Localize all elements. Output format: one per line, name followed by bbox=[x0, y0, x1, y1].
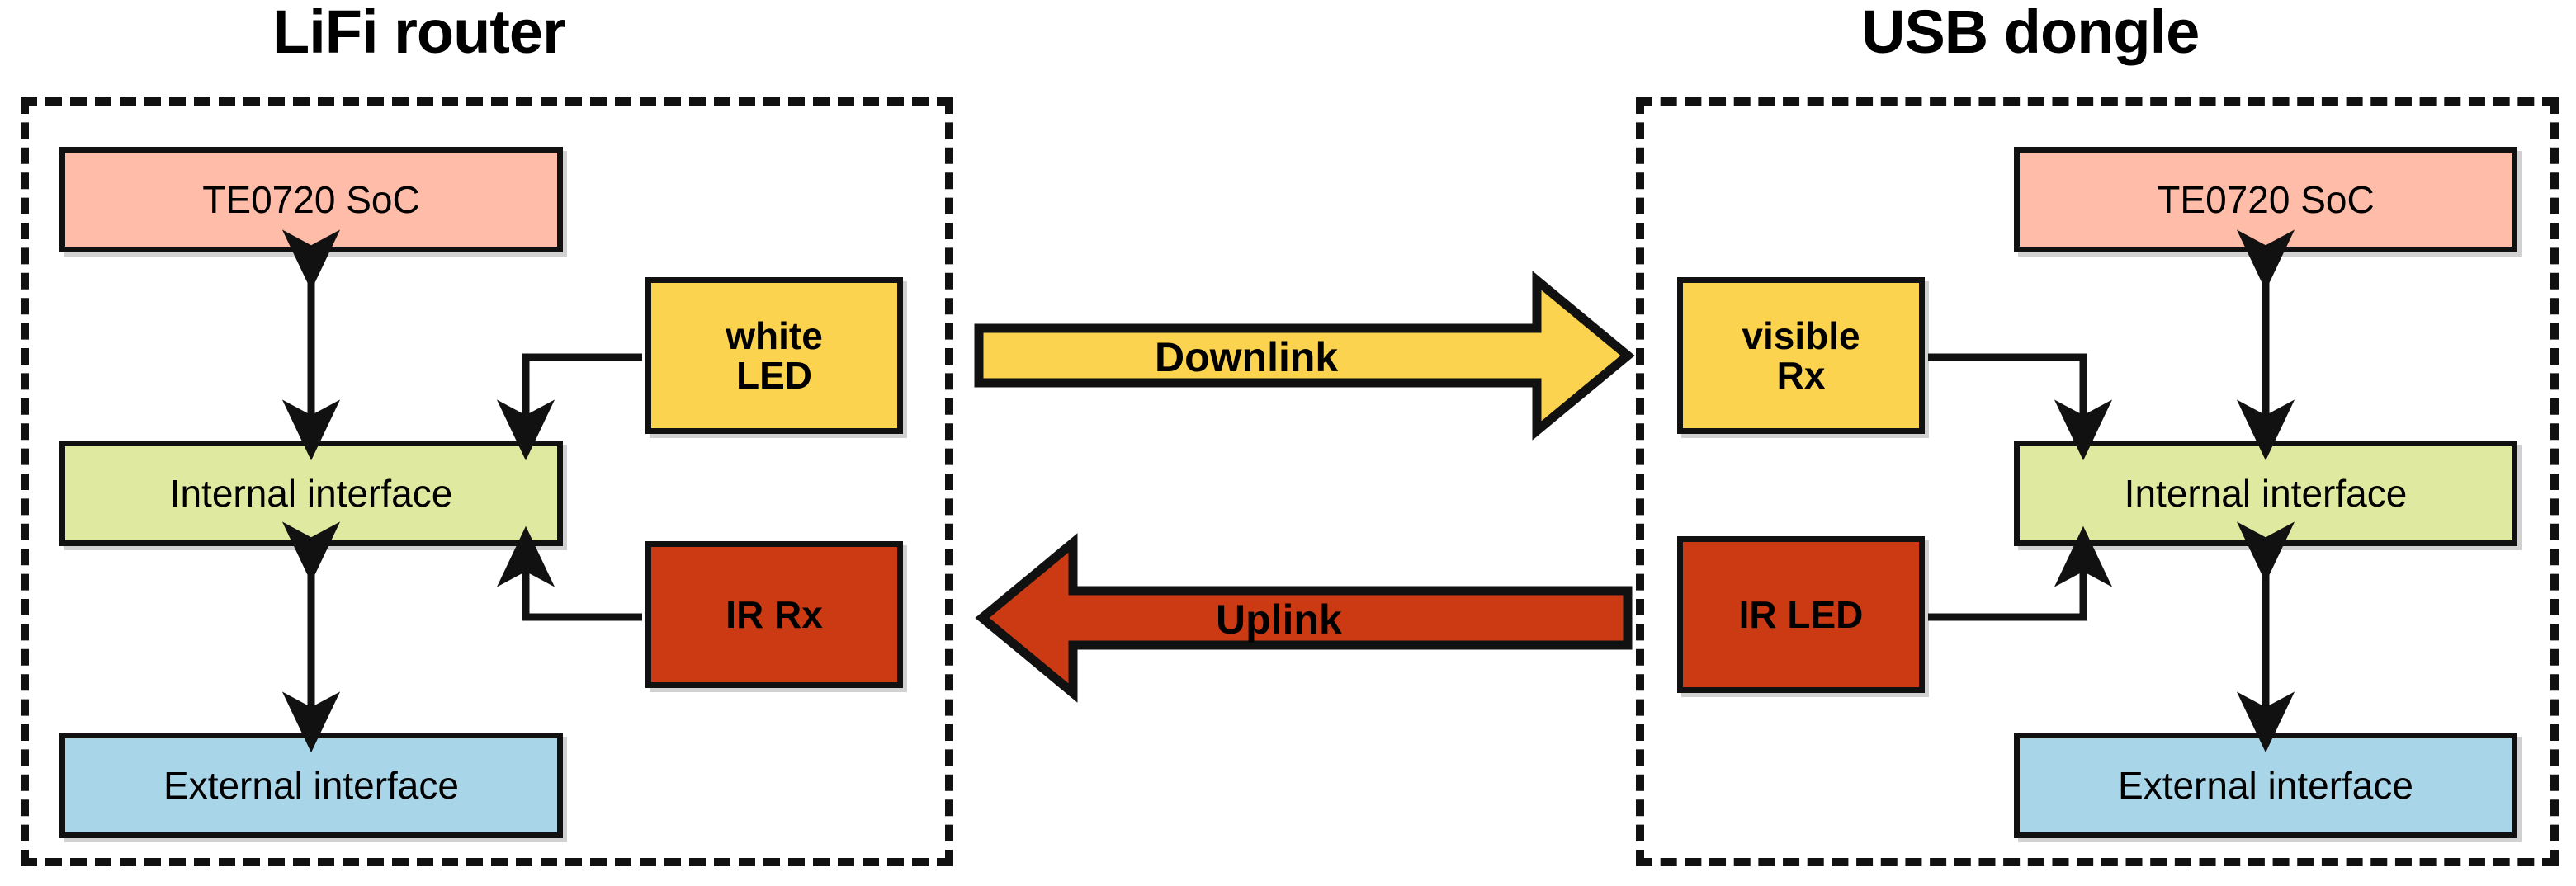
left-external-interface-block[interactable]: External interface bbox=[59, 733, 563, 838]
usb-dongle-boundary bbox=[1636, 97, 2559, 866]
right-external-interface-label: External interface bbox=[2118, 763, 2413, 807]
panel-title-lifi-router: LiFi router bbox=[272, 0, 566, 66]
lifi-router-boundary bbox=[21, 97, 953, 866]
left-internal-interface-block[interactable]: Internal interface bbox=[59, 441, 563, 546]
left-external-interface-label: External interface bbox=[163, 763, 459, 807]
right-internal-interface-label: Internal interface bbox=[2124, 471, 2408, 515]
right-visible-rx-label-line1: visible bbox=[1742, 313, 1860, 357]
right-external-interface-block[interactable]: External interface bbox=[2014, 733, 2517, 838]
uplink-label: Uplink bbox=[1216, 596, 1342, 643]
left-white-led-label-line1: white bbox=[726, 313, 823, 357]
left-ir-rx-label: IR Rx bbox=[726, 592, 823, 636]
left-white-led-label-line2: LED bbox=[736, 354, 812, 397]
left-te0720-soc-block[interactable]: TE0720 SoC bbox=[59, 147, 563, 252]
panel-title-usb-dongle: USB dongle bbox=[1861, 0, 2200, 66]
right-ir-led-block[interactable]: IR LED bbox=[1677, 536, 1925, 693]
right-te0720-soc-label: TE0720 SoC bbox=[2157, 177, 2375, 221]
right-visible-rx-label-line2: Rx bbox=[1776, 354, 1826, 397]
left-white-led-block[interactable]: white LED bbox=[645, 277, 903, 434]
downlink-label: Downlink bbox=[1155, 334, 1339, 380]
right-te0720-soc-block[interactable]: TE0720 SoC bbox=[2014, 147, 2517, 252]
right-ir-led-label: IR LED bbox=[1738, 592, 1864, 636]
right-visible-rx-block[interactable]: visible Rx bbox=[1677, 277, 1925, 434]
left-te0720-soc-label: TE0720 SoC bbox=[202, 177, 420, 221]
right-internal-interface-block[interactable]: Internal interface bbox=[2014, 441, 2517, 546]
left-internal-interface-label: Internal interface bbox=[169, 471, 453, 515]
left-ir-rx-block[interactable]: IR Rx bbox=[645, 541, 903, 688]
